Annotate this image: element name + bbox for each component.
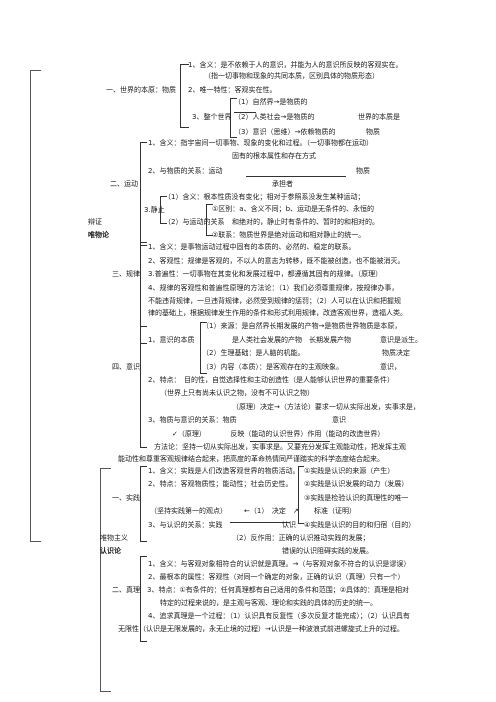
yishi-relation: 3、物质与意识的关系：物质 — [148, 416, 237, 424]
zhenli-process-2: 无限性（认识是无限发展的，永无止境的过程）→认识是一种波浪式前进螺旋式上升的过程… — [118, 625, 404, 633]
bracket-shijian — [140, 466, 147, 542]
shijian-first: （坚持实践第一的观点） — [150, 507, 227, 515]
yundong-relation: 2、与物质的关系：运动 — [148, 167, 223, 175]
yishi-heading: 四、意识 — [112, 363, 140, 371]
wuzhi-heading: 一、世界的本原：物质 — [106, 86, 176, 94]
bracket-shijian-role — [298, 466, 304, 524]
world-society: （2）人类社会→是物质的 — [234, 113, 315, 121]
yishi-basis: （2）生理基础：是人脑的机能。 — [202, 349, 305, 357]
world-mind: （3）意识（思维）→依赖物质的 — [234, 128, 336, 136]
yundong-wuzhi: 物质 — [356, 167, 370, 175]
shijian-def: 1、含义：实践是人们改造客观世界的物质活动。 — [148, 467, 300, 475]
bracket-yishi — [140, 326, 147, 448]
jingzhi-relation: （2）与运动的关系 — [164, 218, 225, 226]
bracket-guilv — [140, 242, 147, 344]
shijian-react-2: 错误的认识阻碍实践的发展。 — [282, 547, 373, 555]
shijian-decides: ←（1） 决定 ↗ — [244, 507, 299, 515]
bracket-yundong — [140, 142, 147, 246]
renshilun-label: 认识论 — [100, 547, 121, 555]
jingzhi-def: （1）含义：根本性质没有变化；相对于参照系没发生某种运动； — [164, 193, 365, 201]
jingzhi-label: 3.静止 — [144, 206, 165, 214]
bracket-benzhi — [200, 322, 207, 374]
yishi-traits: 2、特点： 目的性，自觉选择性和主动创造性（是人能够认识世界的重要条件） — [148, 376, 394, 384]
yishi-nature-label: 1、意识的本质 — [148, 336, 195, 344]
yishi-reflect: ✓（原理） 反映（能动的认识世界）作用（能动的改造世界） — [172, 430, 385, 438]
shijian-role-3b: 标准（证明） — [314, 507, 356, 515]
shijian-role-3: ③实践是检验认识的真理性的唯一 — [304, 494, 409, 502]
jingzhi-diff: ①区别：a、含义不同；b、运动是无条件的、永恒的 — [212, 205, 375, 213]
yishi-derived: 意识是派生。 — [380, 336, 422, 344]
wuzhi-note: （指一切事物和现象的共同本质，区别具体的物质形态） — [204, 72, 379, 80]
jingzhi-link: ②联系：物质世界是绝对运动和相对静止的统一。 — [212, 231, 366, 239]
line-worldview — [234, 112, 256, 113]
bracket-wuzhi — [180, 64, 189, 128]
guilv-def: 1、含义：是事物运动过程中固有的本质的、必然的、稳定的联系。 — [148, 243, 356, 251]
bracket-renshilun — [100, 468, 111, 692]
guilv-objective: 2、客观性：规律是客观的，不以人的意志为转移，既不能被创造，也不能被消灭。 — [148, 257, 405, 265]
wuzhi-trait: 2、唯一特性：客观实在性。 — [188, 86, 277, 94]
guilv-method-3: 律的基础上，根据规律发生作用的条件和形式利用规律，改造客观世界，造福人类。 — [148, 309, 407, 317]
yishi-relation-2: 意识 — [332, 416, 346, 424]
shijian-renshi: 认识 — [282, 521, 296, 529]
wuzhi-def: 1、含义：是不依赖于人的意识，并能为人的意识所反映的客观实在。 — [188, 61, 403, 69]
yishi-method-2: 能动性和尊重客观规律结合起来，把高度的革命热情同严谨踏实的科学态度结合起来。 — [118, 455, 384, 463]
yishi-method: 方法论：坚持一切从实际出发，实事求是。又要充分发挥主观能动性，把发挥主观 — [154, 443, 406, 451]
zhenli-attr: 2、最根本的属性：客观性（对同一个确定的对象，正确的认识（真理）只有一个） — [148, 573, 405, 581]
shijian-role-2: ②实践是认识发展的动力（发展） — [304, 480, 409, 488]
yundong-bearer: 承担者 — [272, 180, 293, 188]
yishi-principle: （原理）决定→（方法论）要求一切从实际出发，实事求是， — [232, 403, 420, 411]
bracket-guanxi — [206, 204, 213, 236]
guilv-method-2: 不能违背规律，一旦违背规律，必然受到规律的惩罚；（2）人可以在认识和把握规 — [148, 297, 401, 305]
yishi-comma: 意识， — [380, 363, 401, 371]
yishi-knowable: （世界上只有尚未认识之物，没有不可认识之物） — [160, 389, 314, 397]
yundong-def: 1、含义：指宇宙间一切事物、现象的变化和过程。（一切事物都在运动） — [148, 139, 373, 147]
world-conclusion: 世界的本质是 — [358, 113, 400, 121]
yundong-attr: 固有的根本属性和存在方式 — [232, 152, 316, 160]
bracket-jingzhi — [160, 196, 167, 224]
yishi-content: （3）内容（本质）：是客观存在的主观映象。 — [202, 363, 343, 371]
world-conclusion-2: 物质 — [366, 128, 380, 136]
guilv-heading: 三、规律 — [112, 270, 140, 278]
shijian-role-1: ①实践是认识的来源（产生） — [304, 467, 395, 475]
shijian-traits: 2、特点：客观物质性；能动性；社会历史性。 — [148, 480, 293, 488]
zhenli-def: 1、含义：与客观对象相符合的认识就是真理。→（与客观对象不符合的认识是谬误） — [148, 560, 411, 568]
shijian-relation: 3、与认识的关系：实践 — [148, 521, 223, 529]
weiwu-label: 唯物主义 — [100, 534, 128, 542]
yishi-social: 是人类社会发展的产物 长期发展产物 — [232, 336, 351, 344]
line-yishi — [250, 441, 330, 442]
weiwulun-label: 唯物论 — [88, 231, 109, 239]
bracket-zhenli — [140, 556, 147, 642]
zhenli-traits: 二、真理 3、特点：①有条件的：任何真理都有自己适用的条件和范围；②具体的：真理… — [112, 586, 410, 594]
world-label: 3、整个世界 — [192, 113, 232, 121]
guilv-universal: 3.普遍性：一切事物在其变化和发展过程中，都遵循其固有的规律。（原理） — [148, 270, 383, 278]
world-nature: （1）自然界→是物质的 — [234, 98, 308, 106]
zhenli-traits-2: 特定的过程来说的，是主观与客观、理论和实践的具体的历史的统一。 — [160, 599, 377, 607]
yundong-heading: 二、运动 — [110, 180, 138, 188]
jingzhi-diff-2: 和绝对的，静止时有条件的、暂时的和相对的。 — [232, 218, 379, 226]
zhenli-process: 4、追求真理是一个过程：（1）认识具有反复性（多次反复才能完成）；（2）认识具有 — [148, 612, 410, 620]
bianzheng-label: 辩证 — [88, 218, 102, 226]
yishi-source: （1）来源：是自然界长期发展的产物→是物质世界物质是本原， — [202, 322, 402, 330]
bracket-bianzheng — [30, 70, 41, 542]
bracket-world — [230, 98, 237, 138]
shijian-heading: 一、实践 — [112, 494, 140, 502]
shijian-role-4: ④实践是认识的目的和归宿（目的） — [304, 521, 416, 529]
shijian-react: （2）反作用：正确的认识推动实践的发展； — [232, 534, 370, 542]
wuzhi-decides: 物质决定 — [382, 349, 410, 357]
guilv-method: 4、规律的客观性和普遍性原理的方法论：（1）我们必须尊重规律，按规律办事， — [148, 284, 399, 292]
line-yundong — [246, 176, 346, 177]
line-shijian — [230, 522, 290, 523]
